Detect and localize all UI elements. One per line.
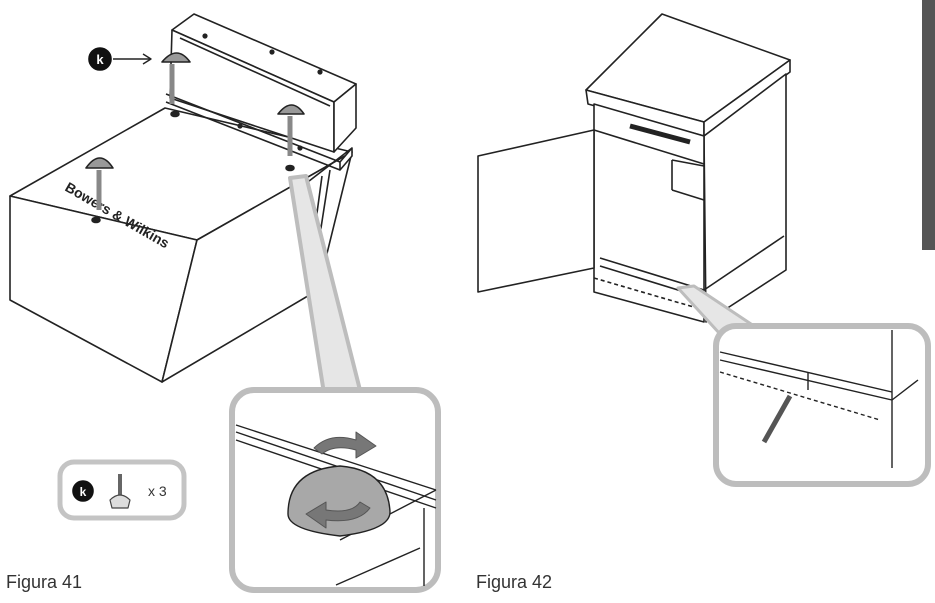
part-k-marker xyxy=(88,47,152,71)
legend-quantity: x 3 xyxy=(148,483,167,499)
zoom-detail-42 xyxy=(719,330,919,468)
zoom-callout-42 xyxy=(713,323,931,487)
figure-41-caption: Figura 41 xyxy=(6,572,83,592)
figure-42-illustration xyxy=(477,13,931,487)
rotate-arrow-bottom-icon xyxy=(305,501,371,529)
foot-2 xyxy=(277,104,305,172)
cabinet-door xyxy=(477,129,595,293)
foot-1 xyxy=(161,52,191,118)
legend-k-badge-letter: k xyxy=(80,485,87,499)
parts-legend-content xyxy=(72,474,131,509)
part-k-badge-letter: k xyxy=(96,52,104,67)
figure-41-illustration: Bowers & Wilkins xyxy=(9,13,441,593)
rotate-arrow-top-icon xyxy=(313,431,377,459)
zoom-detail-41 xyxy=(235,424,437,586)
cabinet xyxy=(585,13,791,323)
foot-3 xyxy=(85,157,114,224)
figure-42-caption: Figura 42 xyxy=(476,572,553,592)
side-tab xyxy=(922,0,935,250)
inverted-product xyxy=(165,13,357,261)
foot-part-icon xyxy=(109,474,131,509)
